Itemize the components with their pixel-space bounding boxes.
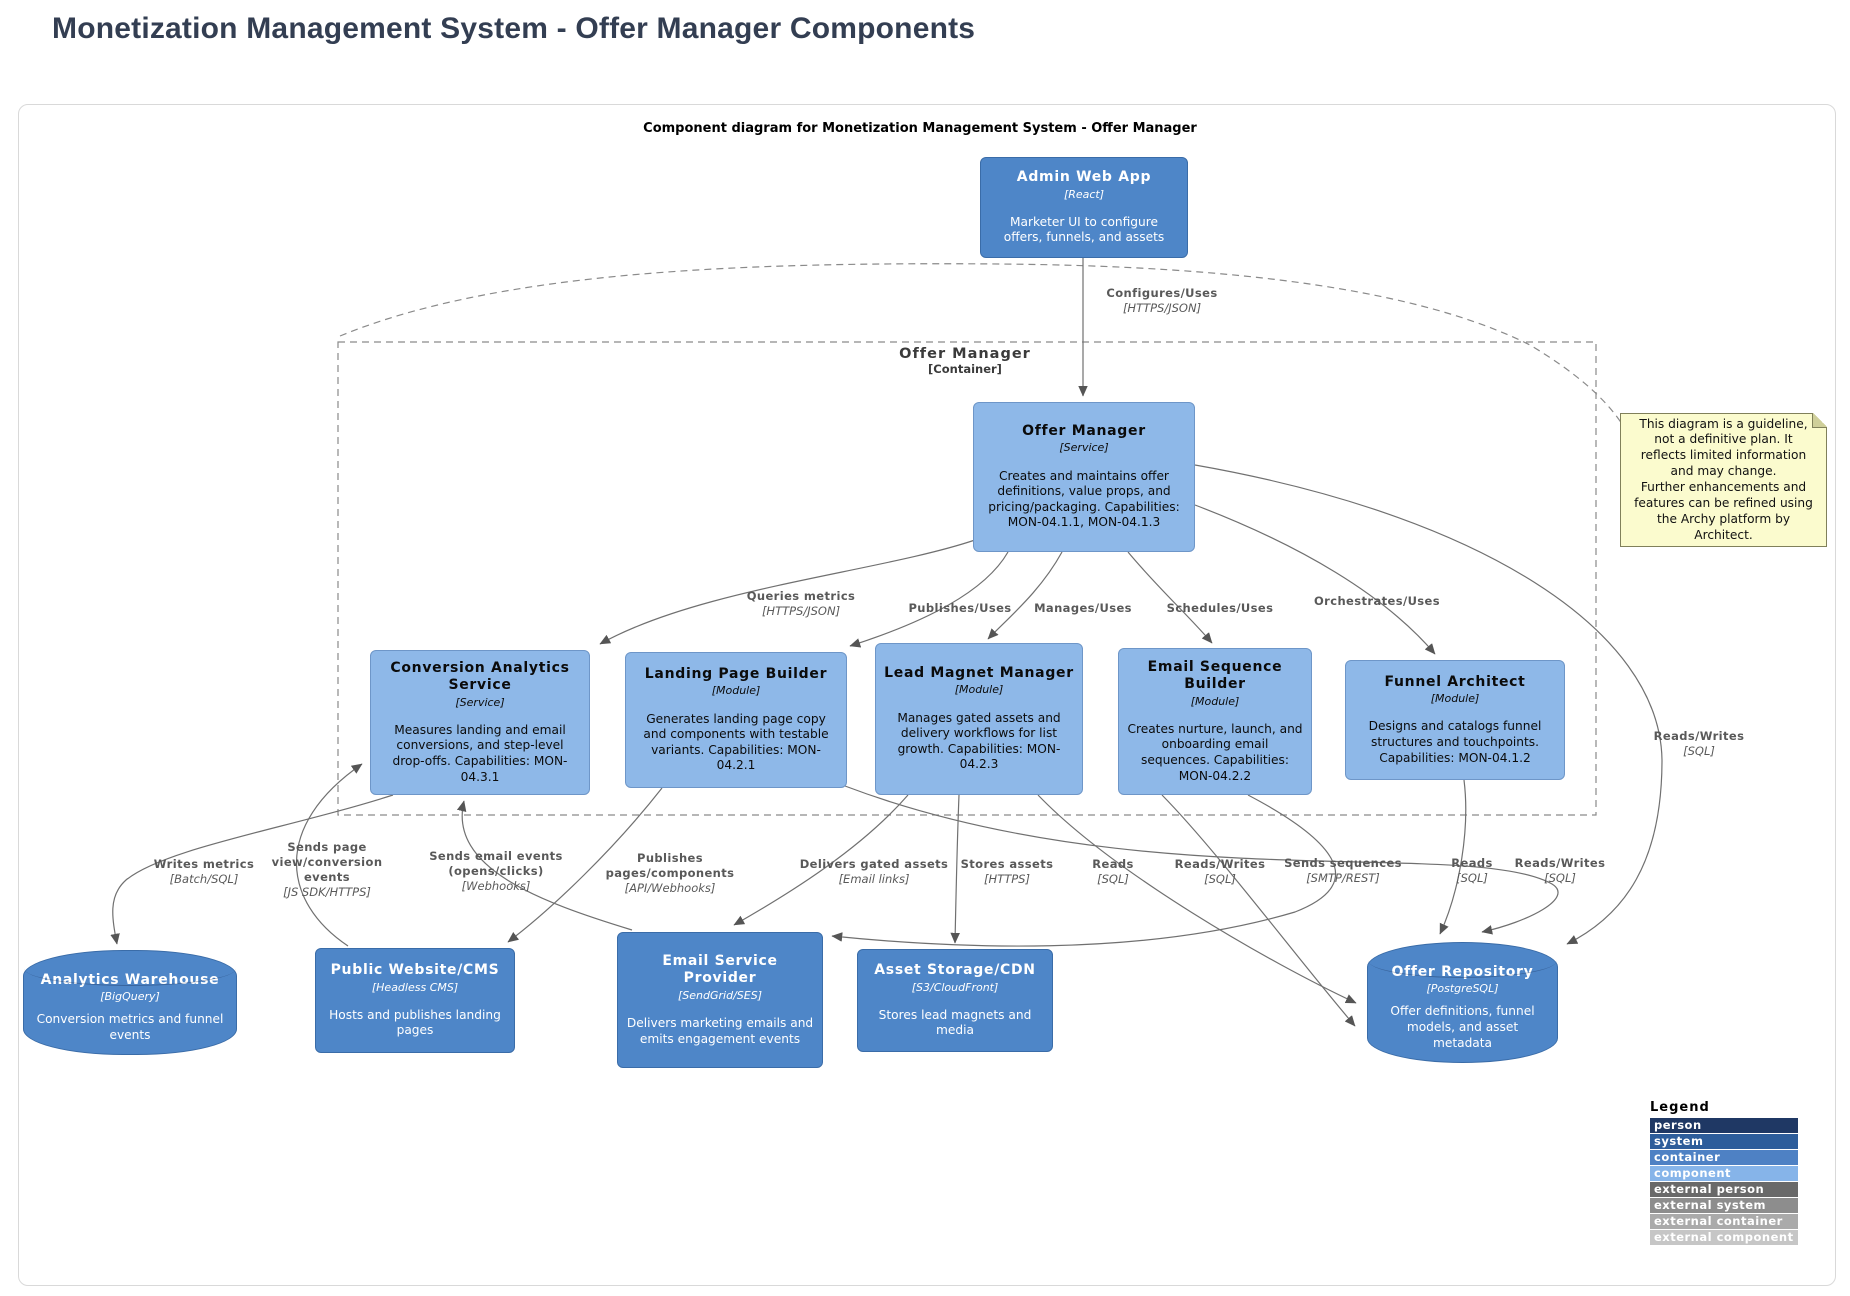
guideline-note: This diagram is a guideline, not a defin…: [1620, 413, 1827, 547]
edge-label-reads-lmm: Reads [SQL]: [1092, 857, 1134, 886]
node-lead-magnet-manager: Lead Magnet Manager [Module] Manages gat…: [875, 643, 1083, 795]
edge-label-manages-uses: Manages/Uses: [1034, 601, 1132, 615]
legend-item-system: system: [1650, 1134, 1798, 1149]
edge-label-writes-metrics: Writes metrics [Batch/SQL]: [153, 857, 255, 886]
node-conversion-analytics-service: Conversion Analytics Service [Service] M…: [370, 650, 590, 795]
legend-item-container: container: [1650, 1150, 1798, 1165]
edge-label-email-events: Sends email events (opens/clicks) [Webho…: [429, 849, 563, 893]
node-public-website-cms: Public Website/CMS [Headless CMS] Hosts …: [315, 948, 515, 1053]
container-boundary-label: Offer Manager [Container]: [899, 346, 1031, 376]
node-funnel-architect: Funnel Architect [Module] Designs and ca…: [1345, 660, 1565, 780]
edge-label-schedules-uses: Schedules/Uses: [1166, 601, 1274, 615]
edge-label-reads-writes-esb: Reads/Writes [SQL]: [1174, 857, 1266, 886]
node-email-service-provider: Email Service Provider [SendGrid/SES] De…: [617, 932, 823, 1068]
edge-label-page-view-events: Sends page view/conversion events [JS SD…: [271, 840, 383, 899]
diagram-caption: Component diagram for Monetization Manag…: [643, 121, 1197, 136]
edge-label-queries-metrics: Queries metrics [HTTPS/JSON]: [746, 589, 856, 618]
edge-label-publishes-pages: Publishes pages/components [API/Webhooks…: [605, 851, 735, 895]
legend-item-external-system: external system: [1650, 1198, 1798, 1213]
edge-label-reads-writes-lpb: Reads/Writes [SQL]: [1514, 856, 1606, 885]
edge-label-delivers-gated-assets: Delivers gated assets [Email links]: [799, 857, 949, 886]
legend-title: Legend: [1650, 1100, 1710, 1115]
edge-label-orchestrates-uses: Orchestrates/Uses: [1314, 594, 1440, 608]
legend-item-external-container: external container: [1650, 1214, 1798, 1229]
legend-item-external-component: external component: [1650, 1230, 1798, 1245]
edge-label-publishes-uses: Publishes/Uses: [908, 601, 1012, 615]
page-title: Monetization Management System - Offer M…: [52, 12, 976, 45]
node-analytics-warehouse: Analytics Warehouse [BigQuery] Conversio…: [23, 950, 237, 1055]
node-admin-web-app: Admin Web App [React] Marketer UI to con…: [980, 157, 1188, 258]
edge-label-reads-fa: Reads [SQL]: [1451, 856, 1493, 885]
node-offer-manager: Offer Manager [Service] Creates and main…: [973, 402, 1195, 552]
edge-label-reads-writes-om: Reads/Writes [SQL]: [1653, 729, 1745, 758]
edge-label-sends-sequences: Sends sequences [SMTP/REST]: [1284, 856, 1402, 885]
node-landing-page-builder: Landing Page Builder [Module] Generates …: [625, 652, 847, 788]
legend-item-person: person: [1650, 1118, 1798, 1133]
node-email-sequence-builder: Email Sequence Builder [Module] Creates …: [1118, 648, 1312, 795]
edge-label-stores-assets: Stores assets [HTTPS]: [960, 857, 1054, 886]
node-asset-storage-cdn: Asset Storage/CDN [S3/CloudFront] Stores…: [857, 949, 1053, 1052]
edge-label-configures-uses: Configures/Uses [HTTPS/JSON]: [1106, 286, 1218, 315]
legend: Legend person system container component…: [1650, 1100, 1798, 1245]
legend-item-external-person: external person: [1650, 1182, 1798, 1197]
legend-item-component: component: [1650, 1166, 1798, 1181]
node-offer-repository: Offer Repository [PostgreSQL] Offer defi…: [1367, 942, 1558, 1063]
